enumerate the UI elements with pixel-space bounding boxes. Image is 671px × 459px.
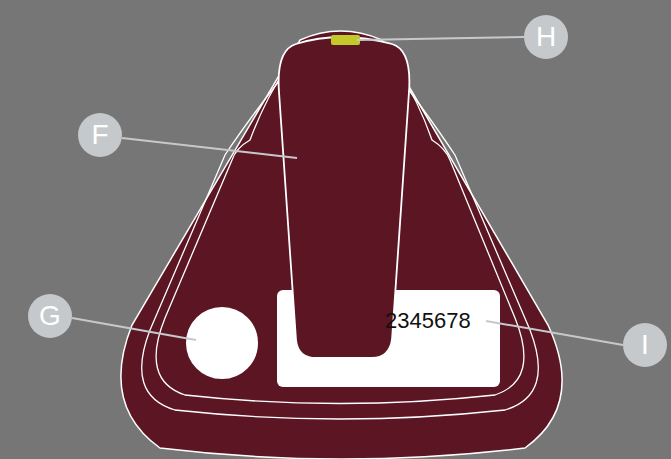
indicator-led — [331, 35, 360, 45]
callout-letter: I — [623, 323, 667, 367]
fob-body — [121, 31, 562, 459]
leader-line — [486, 321, 623, 345]
callout-letter: G — [28, 294, 72, 338]
leader-line — [122, 138, 297, 158]
leader-line — [357, 37, 524, 40]
leader-line — [72, 318, 196, 340]
callout-letter: H — [524, 15, 568, 59]
serial-number: 2345678 — [385, 309, 471, 333]
button — [287, 46, 400, 350]
key-ring-hole — [185, 306, 259, 380]
callout-letter: F — [78, 113, 122, 157]
